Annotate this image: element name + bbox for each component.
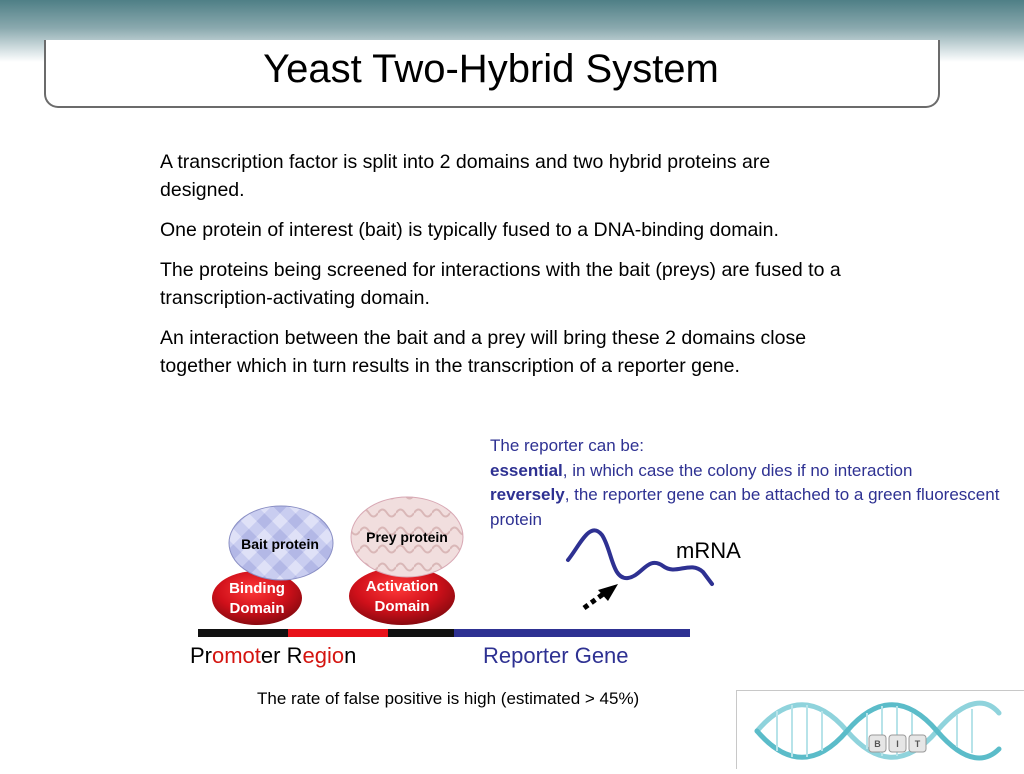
promoter-part-5: n (344, 643, 357, 668)
slide-title: Yeast Two-Hybrid System (263, 47, 719, 91)
paragraph-preys: The proteins being screened for interact… (160, 259, 841, 309)
promoter-part-2: omot (212, 643, 261, 668)
reversely-text: , the reporter gene can be attached to a… (490, 485, 1000, 529)
logo-letter-i: I (896, 739, 899, 749)
logo-letter-b: B (874, 739, 881, 749)
reporter-note-reversely: reversely, the reporter gene can be atta… (490, 483, 1010, 532)
reversely-term: reversely (490, 485, 565, 504)
essential-term: essential (490, 460, 563, 480)
title-frame (44, 40, 940, 108)
promoter-region-label: Promoter Region (190, 643, 356, 669)
reporter-note: The reporter can be: essential, in which… (490, 434, 1010, 532)
bait-protein-shape (228, 505, 334, 581)
prey-protein-label: Prey protein (366, 529, 448, 545)
body-text: A transcription factor is split into 2 d… (160, 148, 860, 392)
reporter-note-essential: essential, in which case the colony dies… (490, 459, 1010, 484)
promoter-part-1: Pr (190, 643, 212, 668)
dna-helix-logo: B I T (754, 700, 1002, 761)
promoter-part-3: er R (260, 643, 303, 668)
promoter-part-4: egio (302, 643, 345, 668)
paragraph-split: A transcription factor is split into 2 d… (160, 151, 771, 201)
paragraph-interaction: An interaction between the bait and a pr… (160, 327, 807, 377)
activation-domain-label-2: Domain (374, 598, 429, 615)
reporter-note-heading: The reporter can be: (490, 436, 645, 455)
binding-domain-label-2: Domain (229, 600, 284, 617)
mrna-label: mRNA (676, 538, 741, 563)
logo-box: B I T (736, 690, 1024, 769)
reporter-gene-label: Reporter Gene (483, 643, 629, 668)
binding-domain-shape (212, 571, 302, 625)
transcription-arrow-head (598, 584, 618, 601)
mrna-wave (566, 528, 714, 586)
activation-domain-label-1: Activation (366, 578, 439, 595)
binding-domain-label-1: Binding (229, 580, 285, 597)
activation-domain-shape (349, 567, 455, 625)
essential-text: , in which case the colony dies if no in… (562, 460, 913, 480)
paragraph-bait: One protein of interest (bait) is typica… (160, 219, 779, 241)
prey-protein-shape (350, 496, 464, 578)
logo-letter-t: T (915, 739, 921, 749)
bait-protein-label: Bait protein (241, 536, 319, 552)
false-positive-note: The rate of false positive is high (esti… (257, 689, 640, 708)
